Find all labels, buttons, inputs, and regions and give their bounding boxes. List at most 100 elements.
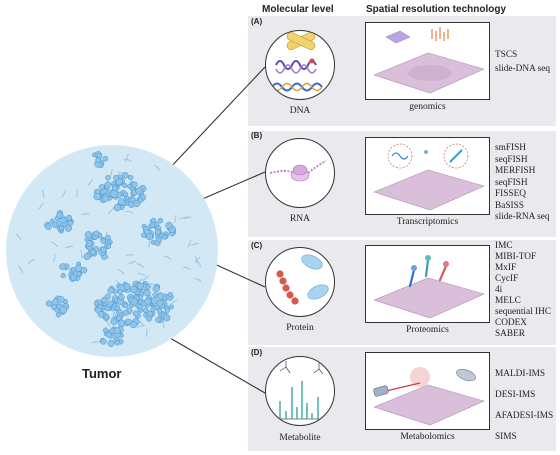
molecule-rna: RNA [289, 214, 311, 224]
stroma-fiber [125, 210, 134, 214]
technique-item: SIMS [495, 432, 517, 442]
tumor-circle [6, 145, 218, 357]
stroma-fiber [65, 245, 74, 249]
tumor-cell [150, 306, 156, 313]
panel-a-label: (A) [251, 17, 263, 26]
tumor-cell [162, 234, 168, 240]
technique-item: MELC [495, 296, 521, 306]
technique-item: smFISH [495, 143, 527, 153]
tumor-cell [129, 196, 136, 203]
techniques-metabolite: MALDI-IMS DESI-IMS AFADESI-IMS SIMS [495, 364, 553, 448]
tumor-cell [89, 248, 97, 256]
stroma-fiber [193, 277, 202, 282]
tumor-cell [117, 289, 123, 295]
molecular-level-header: Molecular level [262, 4, 334, 15]
tumor-cell [145, 284, 151, 290]
tumor-cell [101, 194, 109, 202]
tumor-cell [101, 296, 108, 304]
tumor-cell [118, 198, 126, 206]
stroma-fiber [107, 207, 114, 215]
tumor-cell [106, 243, 112, 249]
genomics-illustration [365, 22, 490, 100]
technique-item: AFADESI-IMS [495, 411, 554, 421]
tumor-cell [83, 252, 91, 261]
tumor-cell [56, 220, 62, 227]
stroma-fiber [91, 341, 100, 344]
tumor-cell [98, 184, 105, 191]
stroma-fiber [80, 249, 83, 259]
metabolomics-illustration [365, 352, 490, 430]
molecule-metabolite: Metabolite [279, 433, 321, 443]
tumor-cell [128, 174, 134, 181]
tumor-cell [59, 263, 67, 271]
stroma-fiber [196, 259, 202, 268]
tumor-cell [156, 236, 163, 243]
tumor-cell [110, 318, 118, 326]
tumor-cell [135, 187, 143, 195]
panel-c-label: (C) [251, 241, 263, 250]
stroma-fiber [109, 169, 113, 178]
tumor-cell [130, 321, 137, 329]
tumor-cell [130, 298, 138, 306]
tumor-cell [136, 282, 144, 290]
dna-illustration [265, 30, 335, 100]
tumor-cell [165, 221, 173, 230]
stroma-fiber [154, 164, 161, 172]
tumor-cell [45, 300, 53, 307]
tumor-cell [105, 175, 111, 181]
spatial-technology-header: Spatial resolution technology [366, 4, 507, 15]
tumor-cell [154, 229, 162, 236]
technique-item: MALDI-IMS [495, 369, 546, 379]
tumor-cell [60, 273, 66, 279]
omics-proteomics: Proteomics [406, 325, 449, 335]
omics-metabolomics: Metabolomics [400, 432, 455, 442]
techniques-rna: smFISH seqFISH MERFISH seqFISH FISSEQ Ba… [495, 143, 550, 224]
stroma-fiber [145, 328, 148, 338]
tumor-cell [110, 189, 118, 198]
stroma-fiber [81, 213, 90, 215]
omics-transcriptomics: Transcriptomics [396, 217, 459, 227]
technique-item: IMC [495, 241, 513, 251]
tumor-cell [76, 271, 82, 277]
tumor-cell [56, 212, 63, 219]
stroma-fiber [61, 190, 67, 198]
tumor-cell [154, 221, 160, 227]
tumor-cell [156, 292, 165, 300]
stroma-fiber [128, 260, 137, 265]
stroma-fiber [163, 255, 172, 260]
tumor-cell [133, 200, 140, 208]
technique-item: CODEX [495, 318, 528, 328]
technique-item: BaSISS [495, 200, 524, 211]
tumor-cell [100, 246, 107, 253]
stroma-fiber [182, 266, 191, 271]
tumor-cell [66, 214, 73, 221]
technique-item: FISSEQ [495, 189, 527, 199]
tumor-cell [122, 172, 129, 179]
tumor-cell [102, 155, 109, 162]
technique-item: MERFISH [495, 166, 536, 176]
stroma-fiber [41, 189, 45, 198]
stroma-fiber [27, 258, 35, 264]
tumor-cell [167, 292, 173, 298]
tumor-cell [107, 340, 115, 347]
tumor-cell [60, 217, 67, 224]
stroma-fiber [38, 202, 44, 210]
stroma-fiber [137, 272, 146, 277]
stroma-fiber [194, 255, 198, 264]
tumor-cell [114, 304, 121, 311]
tumor-cell [168, 304, 174, 310]
techniques-protein: IMC MIBI-TOF MxIF CycIF 4i MELC sequenti… [495, 241, 551, 340]
tumor-cell [54, 307, 60, 313]
tumor-cell [143, 289, 151, 297]
tumor-cell [163, 314, 171, 322]
technique-item: CycIF [495, 274, 519, 284]
technique-item: MxIF [495, 263, 517, 273]
stroma-fiber [52, 254, 56, 263]
stroma-fiber [136, 263, 144, 269]
stroma-fiber [17, 265, 23, 274]
stroma-fiber [190, 243, 199, 247]
stroma-fiber [124, 153, 129, 162]
tumor-cell [123, 302, 129, 309]
tumor-cell [132, 310, 140, 317]
protein-illustration [265, 247, 335, 317]
